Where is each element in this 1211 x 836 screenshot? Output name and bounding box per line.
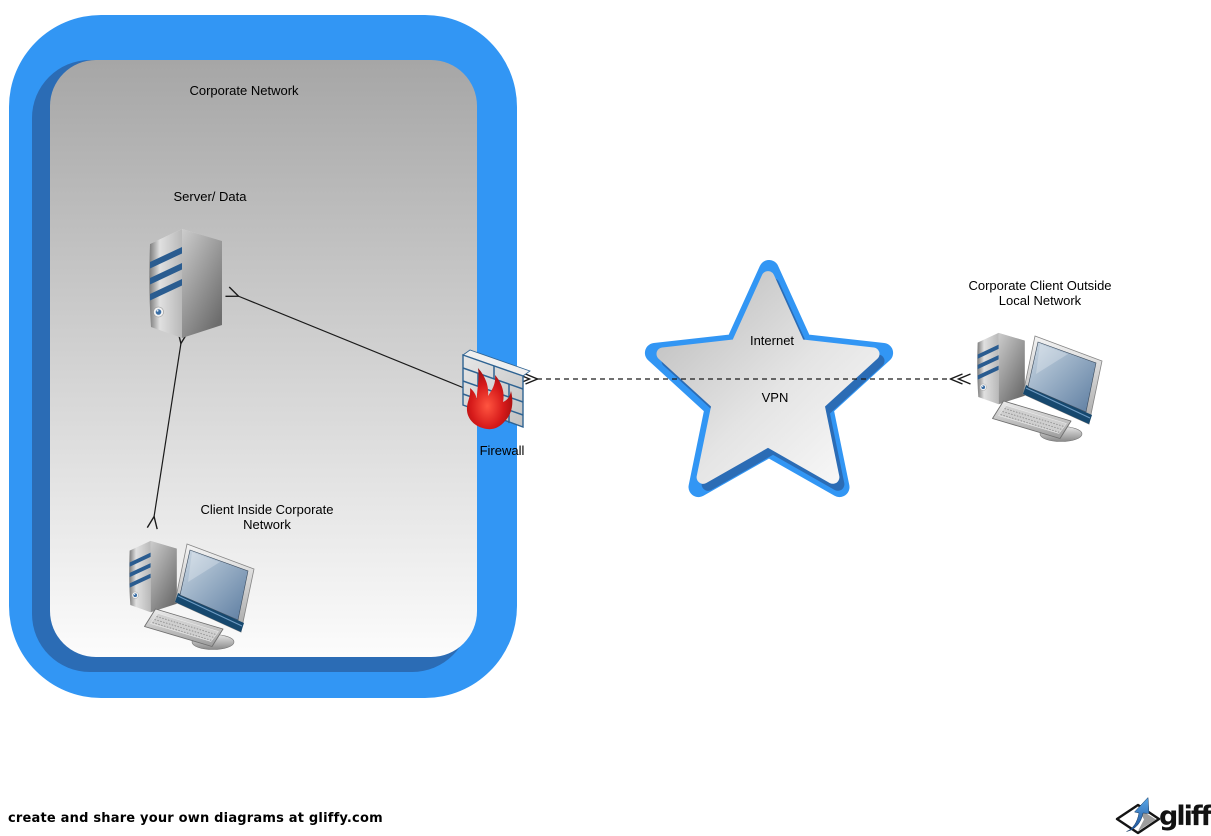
client-outside-label: Corporate Client Outside Local Network <box>968 278 1112 308</box>
firewall-icon <box>462 349 531 430</box>
client-inside-label: Client Inside Corporate Network <box>200 502 334 532</box>
internet-star-shape <box>644 260 894 498</box>
footer-tagline: create and share your own diagrams at gl… <box>8 811 383 826</box>
gliffy-wordmark: gliffy <box>1159 801 1211 832</box>
internet-label: Internet <box>749 333 795 348</box>
corporate-network-label: Corporate Network <box>189 83 299 98</box>
connector-server-firewall <box>238 296 464 388</box>
client-outside-computer-icon <box>977 333 1102 442</box>
connectors <box>154 296 951 517</box>
firewall-label: Firewall <box>479 443 525 458</box>
flame-icon <box>466 368 513 430</box>
gliffy-logo-icon <box>1115 796 1161 835</box>
corporate-network-box <box>9 15 517 698</box>
server-label: Server/ Data <box>173 189 247 204</box>
network-panel <box>50 60 477 657</box>
server-tower-icon <box>148 228 223 339</box>
vpn-label: VPN <box>761 390 789 405</box>
connector-server-client-inside <box>154 343 181 517</box>
